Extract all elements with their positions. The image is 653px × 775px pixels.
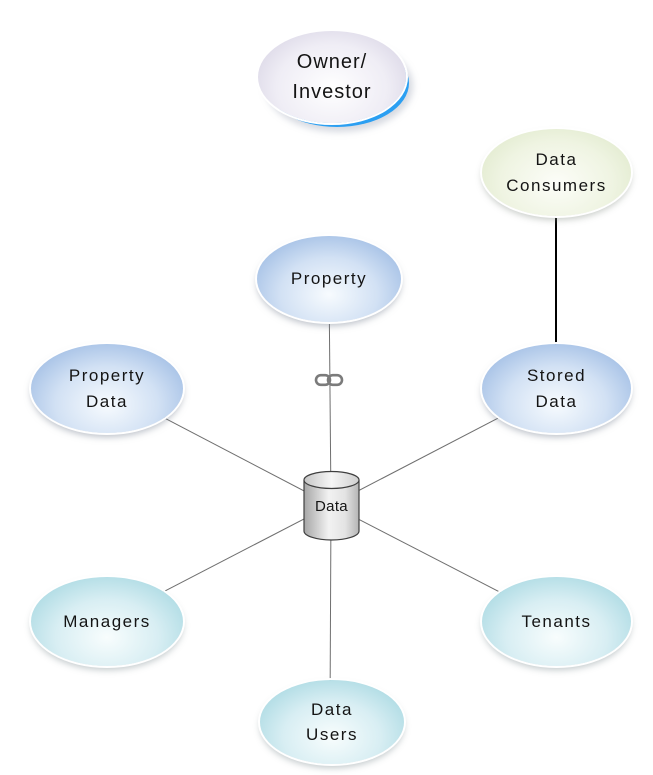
node-label-line: Data (311, 699, 353, 719)
node-tenants: Tenants (482, 577, 631, 666)
node-label-line: Stored (526, 366, 587, 385)
node-label-line: Data (86, 391, 128, 411)
node-label-line: Data (535, 391, 578, 411)
node-label-line: Property (290, 269, 368, 289)
cylinder-label: Data (315, 498, 348, 515)
node-data-users: Data Users (260, 680, 404, 764)
node-label-line: Users (306, 725, 358, 744)
node-label-line: Consumers (506, 175, 607, 195)
node-owner-investor: Owner/ Investor (258, 31, 406, 123)
node-managers: Managers (31, 577, 183, 666)
node-label-line: Owner/ (296, 51, 368, 73)
node-label-line: Investor (292, 81, 372, 103)
node-data-cylinder: Data (303, 470, 360, 541)
node-label-line: Data (535, 150, 578, 169)
node-data-consumers: Data Consumers (482, 129, 631, 216)
node-label-line: Managers (63, 611, 151, 631)
node-label-line: Property (68, 366, 146, 385)
database-cylinder-icon (303, 470, 360, 541)
node-label-line: Tenants (521, 611, 592, 631)
chain-link-icon (314, 373, 344, 387)
node-property: Property (257, 236, 401, 322)
node-property-data: Property Data (31, 344, 183, 433)
node-stored-data: Stored Data (482, 344, 631, 433)
